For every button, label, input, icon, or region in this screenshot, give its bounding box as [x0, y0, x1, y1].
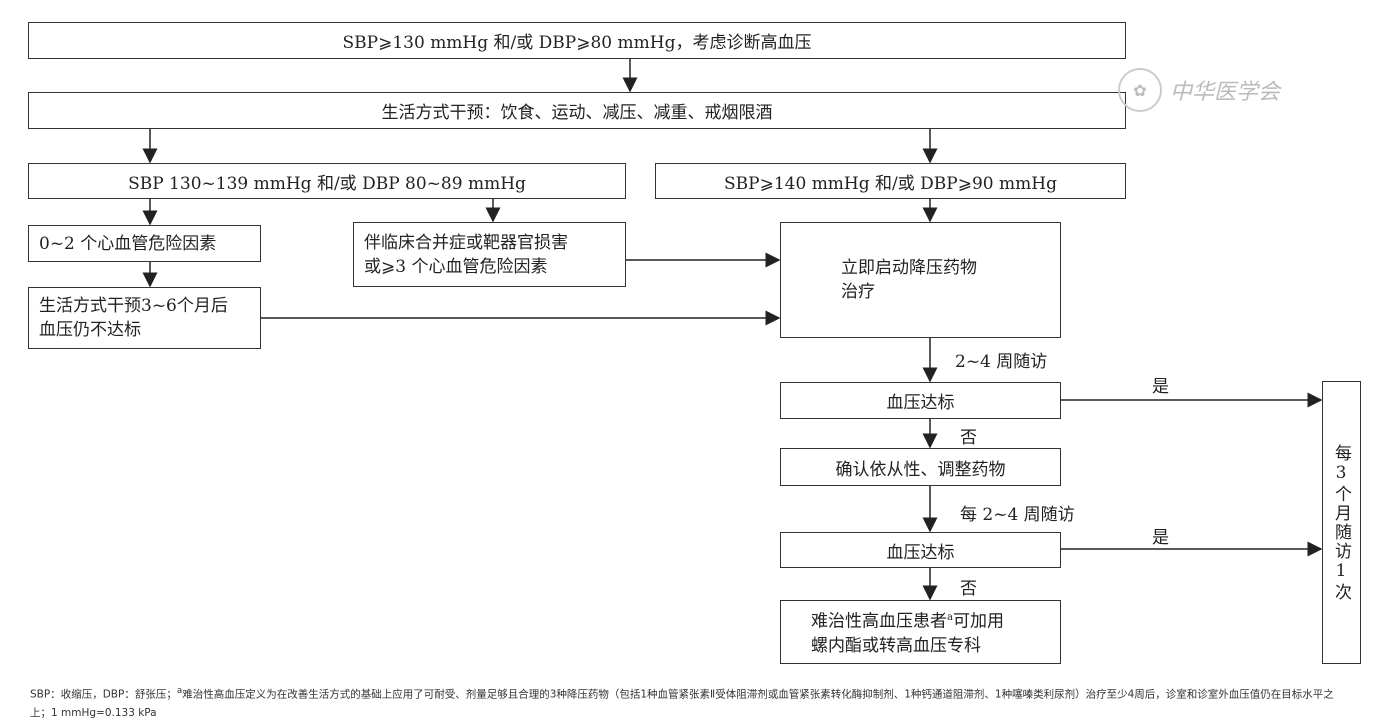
lifestyle-text: 生活方式干预：饮食、运动、减压、减重、戒烟限酒: [381, 103, 773, 123]
no-label-2: 否: [960, 579, 977, 599]
criteria-text: SBP⩾130 mmHg 和/或 DBP⩾80 mmHg，考虑诊断高血压: [342, 33, 812, 53]
start-drug-line1: 立即启动降压药物: [841, 258, 977, 278]
followup-text: 每3个月随访1次: [1331, 443, 1351, 602]
yes-label-1: 是: [1152, 377, 1169, 397]
no-label-1: 否: [960, 428, 977, 448]
grade-high-text: SBP⩾140 mmHg 和/或 DBP⩾90 mmHg: [724, 173, 1057, 194]
grade-low-box: SBP 130~139 mmHg 和/或 DBP 80~89 mmHg: [28, 163, 626, 199]
criteria-box: SBP⩾130 mmHg 和/或 DBP⩾80 mmHg，考虑诊断高血压: [28, 22, 1126, 59]
followup-box: 每3个月随访1次: [1322, 381, 1361, 664]
risk-low-text: 0~2 个心血管危险因素: [39, 233, 217, 254]
resistant-box: 难治性高血压患者a可加用螺内酯或转高血压专科: [780, 600, 1061, 664]
bp-goal-box-2: 血压达标: [780, 532, 1061, 568]
risk-high-line1: 伴临床合并症或靶器官损害: [364, 232, 568, 253]
footnote-abbr: SBP：收缩压，DBP：舒张压；: [30, 688, 177, 701]
lifestyle-fail-box: 生活方式干预3~6个月后血压仍不达标: [28, 287, 261, 349]
footnote-sup: a: [176, 686, 183, 696]
resistant-line2: 螺内酯或转高血压专科: [811, 635, 981, 656]
lifestyle-fail-line1: 生活方式干预3~6个月后: [39, 296, 228, 316]
yes-label-2: 是: [1152, 528, 1169, 548]
grade-low-text: SBP 130~139 mmHg 和/或 DBP 80~89 mmHg: [128, 173, 526, 194]
risk-high-line2: 或⩾3 个心血管危险因素: [364, 256, 548, 277]
logo-text: 中华医学会: [1170, 80, 1281, 105]
confirm-text: 确认依从性、调整药物: [835, 459, 1006, 480]
bp-goal-text-1: 血压达标: [886, 393, 955, 413]
start-drug-box: 立即启动降压药物治疗: [780, 222, 1061, 338]
followup-label-1: 2~4 周随访: [955, 352, 1048, 372]
seal-icon: ✿: [1118, 68, 1162, 112]
lifestyle-box: 生活方式干预：饮食、运动、减压、减重、戒烟限酒: [28, 92, 1126, 129]
risk-high-box: 伴临床合并症或靶器官损害或⩾3 个心血管危险因素: [353, 222, 626, 287]
followup-label-2: 每 2~4 周随访: [960, 505, 1075, 525]
bp-goal-text-2: 血压达标: [886, 542, 955, 563]
bp-goal-box-1: 血压达标: [780, 382, 1061, 419]
grade-high-box: SBP⩾140 mmHg 和/或 DBP⩾90 mmHg: [655, 163, 1126, 199]
watermark-logo: ✿ 中华医学会: [1118, 68, 1280, 112]
footnote-text: 难治性高血压定义为在改善生活方式的基础上应用了可耐受、剂量足够且合理的3种降压药…: [30, 688, 1334, 719]
resistant-line1b: 可加用: [952, 611, 1004, 632]
lifestyle-fail-line2: 血压仍不达标: [39, 320, 141, 340]
risk-low-box: 0~2 个心血管危险因素: [28, 225, 261, 262]
start-drug-line2: 治疗: [841, 282, 875, 302]
resistant-line1: 难治性高血压患者: [811, 611, 947, 632]
footnote: SBP：收缩压，DBP：舒张压；a难治性高血压定义为在改善生活方式的基础上应用了…: [30, 682, 1350, 722]
resistant-sup: a: [947, 612, 953, 624]
confirm-box: 确认依从性、调整药物: [780, 448, 1061, 486]
